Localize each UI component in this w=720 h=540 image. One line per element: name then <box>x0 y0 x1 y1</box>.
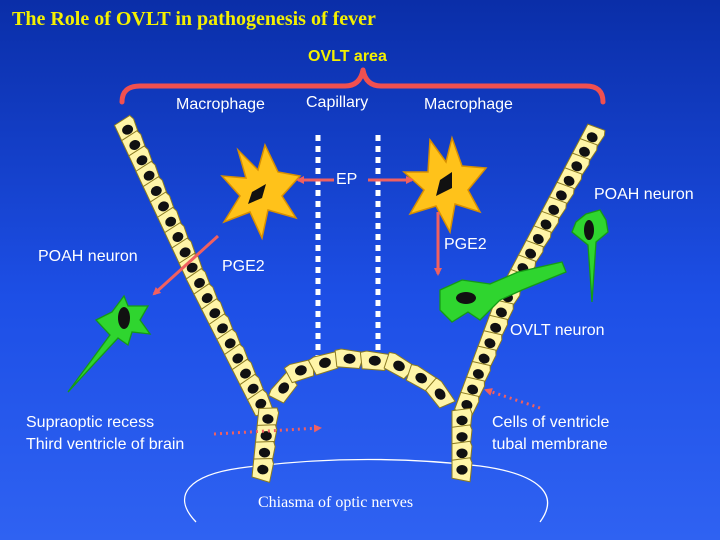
ventricle-cells-arch <box>268 348 456 409</box>
poah-neuron-right-label: POAH neuron <box>594 186 694 203</box>
lining-cell <box>251 457 274 483</box>
lining-cell <box>424 377 456 409</box>
lining-cell <box>283 358 315 384</box>
poah-neuron-right-cell <box>571 209 609 303</box>
membrane-dotted-arrow <box>484 388 541 410</box>
ep-label: EP <box>336 171 358 188</box>
slide-title: The Role of OVLT in pathogenesis of feve… <box>12 8 376 30</box>
supraoptic-recess-label: Supraoptic recess <box>26 414 155 431</box>
pge2-right-label: PGE2 <box>444 236 487 253</box>
ovlt-area-label: OVLT area <box>308 48 387 65</box>
macrophage-right-cell <box>402 135 488 235</box>
ovlt-neuron-label: OVLT neuron <box>510 322 605 339</box>
ovlt-neuron-cell <box>439 261 567 323</box>
lining-cell <box>359 350 391 372</box>
ovlt-area-bracket <box>119 67 606 105</box>
pge2-left-label: PGE2 <box>222 258 265 275</box>
chiasma-label: Chiasma of optic nerves <box>258 494 414 511</box>
ventricle-cells-left-chain <box>113 114 280 483</box>
cells-of-ventricle-label: Cells of ventricle <box>492 414 610 431</box>
capillary-label: Capillary <box>306 94 369 111</box>
lining-cell <box>383 351 417 380</box>
pge2-arrow-left <box>152 234 220 296</box>
tubal-membrane-label: tubal membrane <box>492 436 608 453</box>
lining-cell <box>451 457 473 483</box>
third-ventricle-label: Third ventricle of brain <box>26 436 185 453</box>
optic-chiasma-outline <box>184 458 549 523</box>
macrophage-left-label: Macrophage <box>176 96 265 113</box>
lining-cell <box>307 350 339 376</box>
lining-cell <box>334 348 366 370</box>
poah-neuron-left-label: POAH neuron <box>38 248 138 265</box>
poah-neuron-left-cell <box>67 294 152 393</box>
macrophage-right-label: Macrophage <box>424 96 513 113</box>
macrophage-left-cell <box>220 142 302 241</box>
